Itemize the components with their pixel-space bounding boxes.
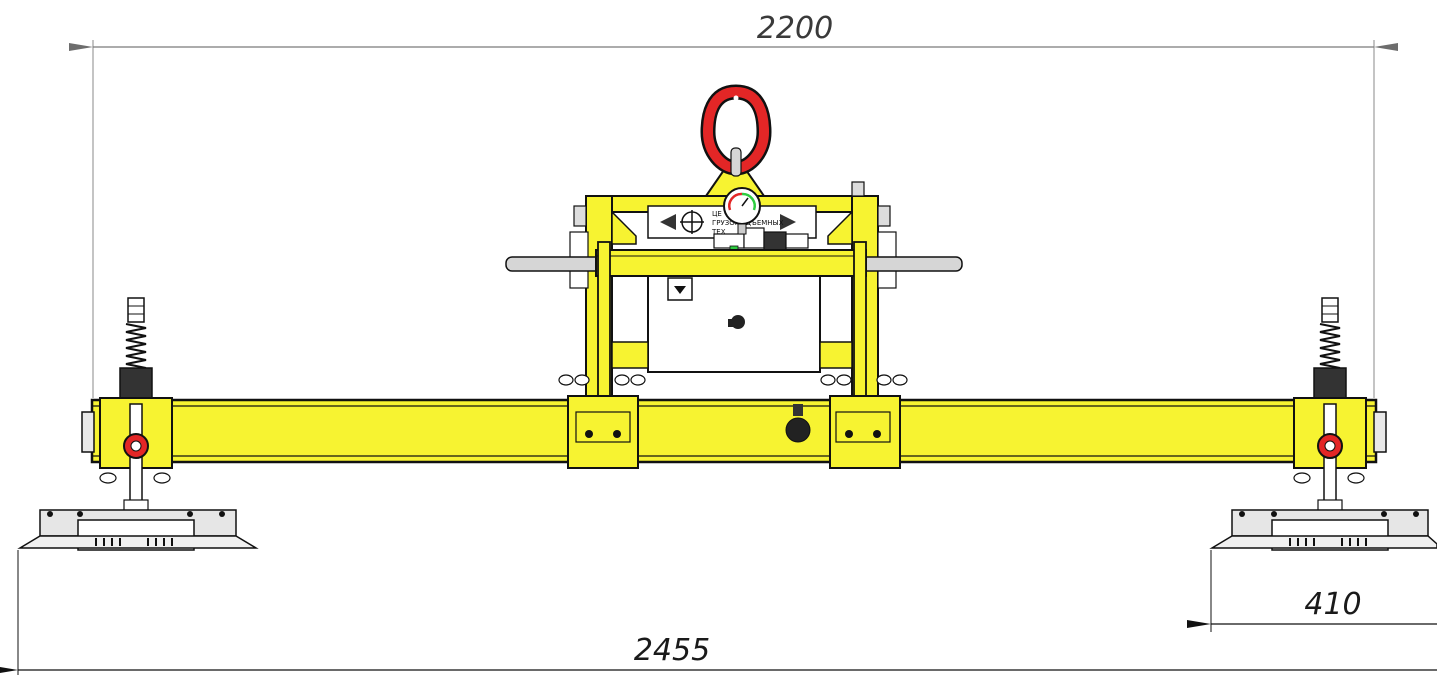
dim-overall-length-label: 2455: [634, 633, 710, 668]
right-suction-pad: [1209, 509, 1437, 551]
center-knob: [728, 315, 811, 443]
dim-top-span-label: 2200: [757, 11, 833, 46]
right-suction-assembly: [1293, 297, 1367, 513]
left-suction-assembly: [99, 297, 173, 513]
left-suction-pad: [17, 509, 259, 551]
logo-line-3: ТЕХ: [711, 228, 726, 236]
control-components: [713, 227, 809, 253]
dimension-pad-width: 410: [1187, 550, 1437, 632]
main-beam: [81, 398, 1387, 464]
dimension-top-span: 2200: [69, 11, 1398, 398]
vacuum-gauge: [723, 187, 761, 235]
handle-bar: [505, 249, 963, 277]
frame-wing-nuts: [558, 374, 908, 386]
lifting-eye: [700, 84, 772, 197]
dim-pad-width-label: 410: [1304, 587, 1361, 622]
beam-clamps: [567, 395, 901, 469]
logo-line-1: ЦЕ: [712, 210, 722, 218]
dimension-overall-length: 2455: [0, 550, 1437, 675]
